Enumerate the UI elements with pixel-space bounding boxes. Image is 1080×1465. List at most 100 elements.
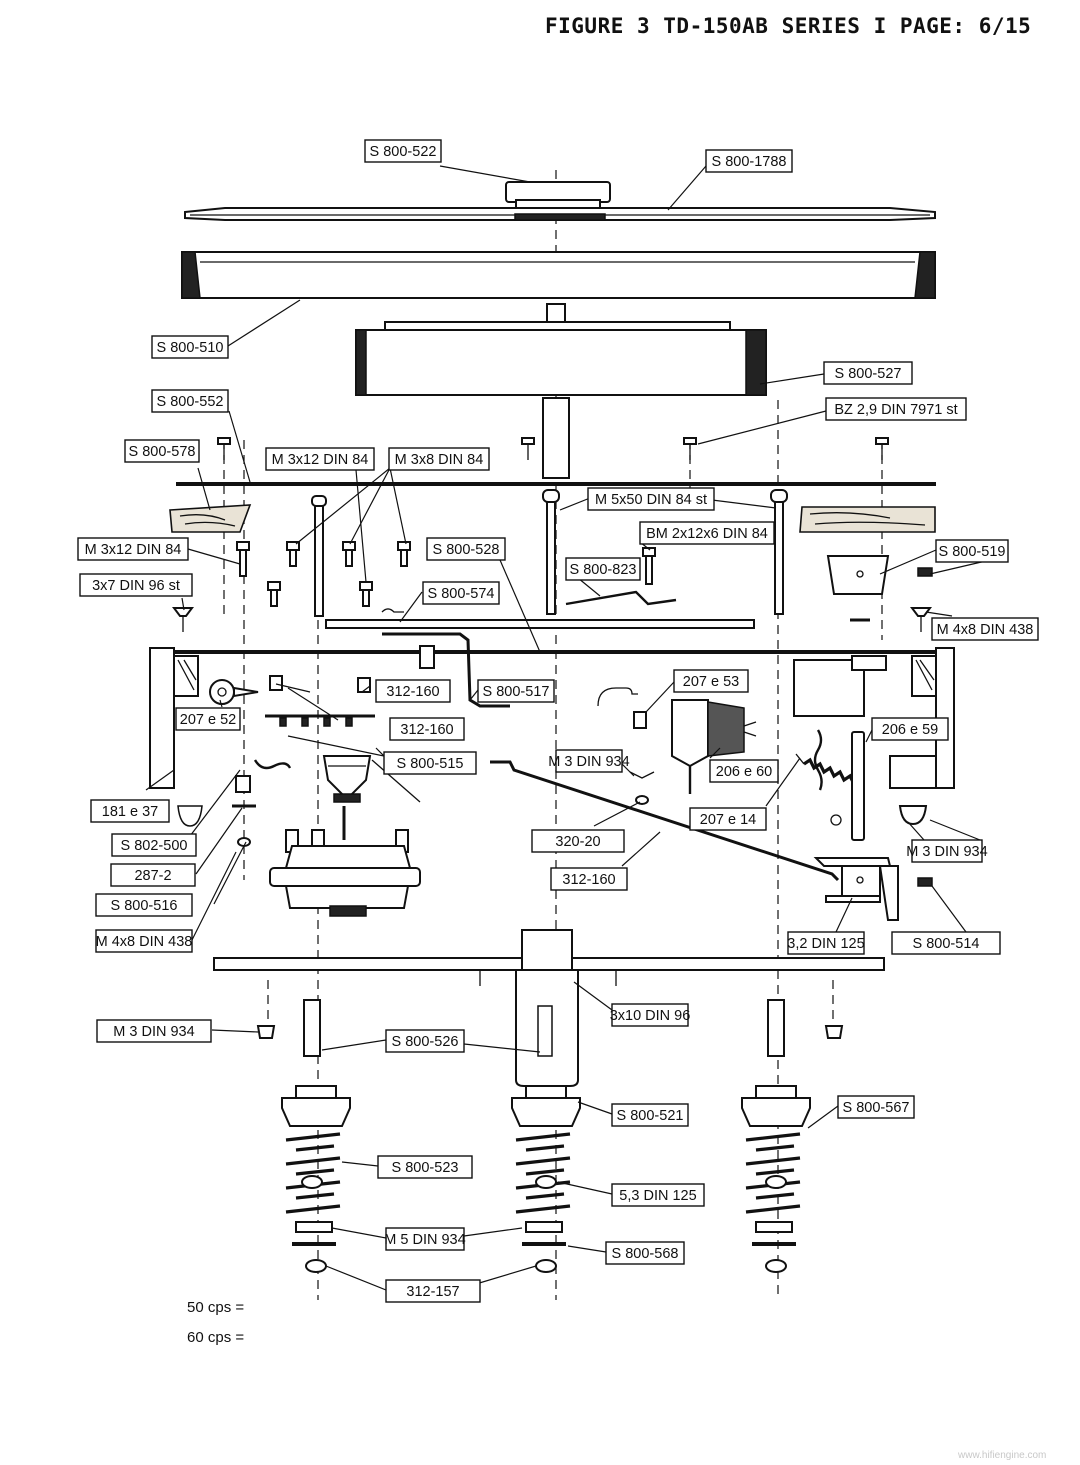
part-label-box: S 800-526 (385, 1029, 465, 1053)
part-number-label: M 3x12 DIN 84 (272, 452, 369, 468)
part-number-label: 207 e 53 (683, 674, 739, 690)
part-label-box: 207 e 53 (673, 669, 749, 693)
tension-spring (795, 729, 865, 841)
platter-rim (181, 251, 936, 299)
suspension-center (511, 1085, 581, 1273)
part-label-box: 3x7 DIN 96 st (79, 573, 193, 597)
part-label-box: M 3x12 DIN 84 (77, 537, 189, 561)
part-number-label: 206 e 59 (882, 722, 938, 738)
part-label-box: M 5x50 DIN 84 st (587, 487, 715, 511)
part-number-label: M 3 DIN 934 (548, 754, 629, 770)
part-label-box: 206 e 59 (871, 717, 949, 741)
leader-lines (145, 165, 991, 1291)
part-number-label: S 800-519 (939, 544, 1006, 560)
suspension-left (281, 1085, 351, 1273)
part-number-label: 207 e 14 (700, 812, 756, 828)
part-label-box: S 802-500 (111, 833, 197, 857)
part-number-label: 312-160 (386, 684, 439, 700)
part-number-label: S 800-1788 (712, 154, 787, 170)
part-number-label: S 800-574 (428, 586, 495, 602)
part-number-label: S 800-516 (111, 898, 178, 914)
cps-50-text: 50 cps = (187, 1299, 244, 1316)
part-label-box: S 800-528 (426, 537, 506, 561)
bearing-housing (515, 929, 579, 1087)
part-number-label: M 3 DIN 934 (906, 844, 987, 860)
part-number-label: S 800-526 (392, 1034, 459, 1050)
part-number-label: 312-160 (400, 722, 453, 738)
part-number-label: S 800-567 (843, 1100, 910, 1116)
part-label-box: S 800-517 (477, 679, 555, 703)
part-number-label: S 802-500 (121, 838, 188, 854)
bracket-514 (813, 857, 933, 921)
part-number-label: 5,3 DIN 125 (619, 1188, 696, 1204)
part-number-label: M 4x8 DIN 438 (937, 622, 1034, 638)
cps-60-text: 60 cps = (187, 1329, 244, 1346)
part-number-label: 287-2 (134, 868, 171, 884)
part-number-label: S 800-515 (397, 756, 464, 772)
part-number-label: M 3x12 DIN 84 (85, 542, 182, 558)
part-label-box: S 800-552 (151, 389, 229, 413)
motor-pulley (322, 755, 421, 803)
part-label-box: M 3 DIN 934 (548, 749, 630, 773)
watermark-text: www.hifiengine.com (957, 1450, 1046, 1461)
part-label-box: M 3x12 DIN 84 (265, 447, 375, 471)
part-label-box: S 800-568 (605, 1241, 685, 1265)
part-label-box: S 800-521 (611, 1103, 689, 1127)
part-number-label: S 800-514 (913, 936, 980, 952)
part-label-box: BM 2x12x6 DIN 84 (639, 521, 775, 545)
part-label-box: S 800-515 (383, 751, 477, 775)
part-label-box: M 4x8 DIN 438 (931, 617, 1039, 641)
linkage-rod (490, 760, 840, 882)
part-label-box: S 800-823 (565, 557, 641, 581)
part-label-box: 312-157 (385, 1279, 481, 1303)
part-label-box: 287-2 (110, 863, 196, 887)
part-label-box: 181 e 37 (90, 799, 170, 823)
part-label-box: S 800-510 (151, 335, 229, 359)
part-number-label: 207 e 52 (180, 712, 236, 728)
part-number-label: M 4x8 DIN 438 (96, 934, 193, 950)
part-number-label: M 5x50 DIN 84 st (595, 492, 707, 508)
part-number-label: S 800-523 (392, 1160, 459, 1176)
part-number-label: 3x10 DIN 96 (610, 1008, 691, 1024)
part-label-box: S 800-527 (823, 361, 913, 385)
part-number-label: M 5 DIN 934 (384, 1232, 465, 1248)
platter-top (184, 207, 936, 221)
inner-platter (355, 303, 767, 479)
switch-assembly (177, 675, 928, 847)
part-number-label: S 800-568 (612, 1246, 679, 1262)
part-label-box: S 800-574 (422, 581, 500, 605)
part-label-box: S 800-519 (935, 539, 1009, 563)
part-label-box: S 800-1788 (705, 149, 793, 173)
part-label-box: 206 e 60 (709, 759, 779, 783)
part-label-box: 3,2 DIN 125 (787, 931, 865, 955)
part-number-label: S 800-510 (157, 340, 224, 356)
bracket-519 (826, 555, 933, 622)
arm-rods (325, 590, 755, 708)
part-number-label: M 3x8 DIN 84 (395, 452, 484, 468)
part-number-label: 206 e 60 (716, 764, 772, 780)
part-label-box: 5,3 DIN 125 (611, 1183, 705, 1207)
part-label-box: 320-20 (531, 829, 625, 853)
wood-blocks (169, 504, 936, 533)
part-label-box: S 800-567 (837, 1095, 915, 1119)
platter-hub (505, 181, 611, 211)
part-label-box: M 5 DIN 934 (384, 1227, 466, 1251)
part-number-label: S 800-552 (157, 394, 224, 410)
part-number-label: S 800-522 (370, 144, 437, 160)
switch-box (671, 699, 757, 794)
part-label-box: 312-160 (550, 867, 628, 891)
part-label-box: M 3 DIN 934 (96, 1019, 212, 1043)
part-label-box: S 800-514 (891, 931, 1001, 955)
part-label-box: 207 e 52 (175, 707, 241, 731)
part-number-label: S 800-527 (835, 366, 902, 382)
part-number-label: S 800-528 (433, 542, 500, 558)
part-label-box: 207 e 14 (689, 807, 767, 831)
part-label-box: S 800-522 (364, 139, 442, 163)
part-number-label: 312-157 (406, 1284, 459, 1300)
part-label-box: M 3 DIN 934 (906, 839, 988, 863)
part-number-label: 3,2 DIN 125 (787, 936, 864, 952)
motor (269, 806, 421, 917)
part-number-label: 320-20 (555, 834, 600, 850)
chassis (149, 645, 955, 789)
part-number-label: M 3 DIN 934 (113, 1024, 194, 1040)
